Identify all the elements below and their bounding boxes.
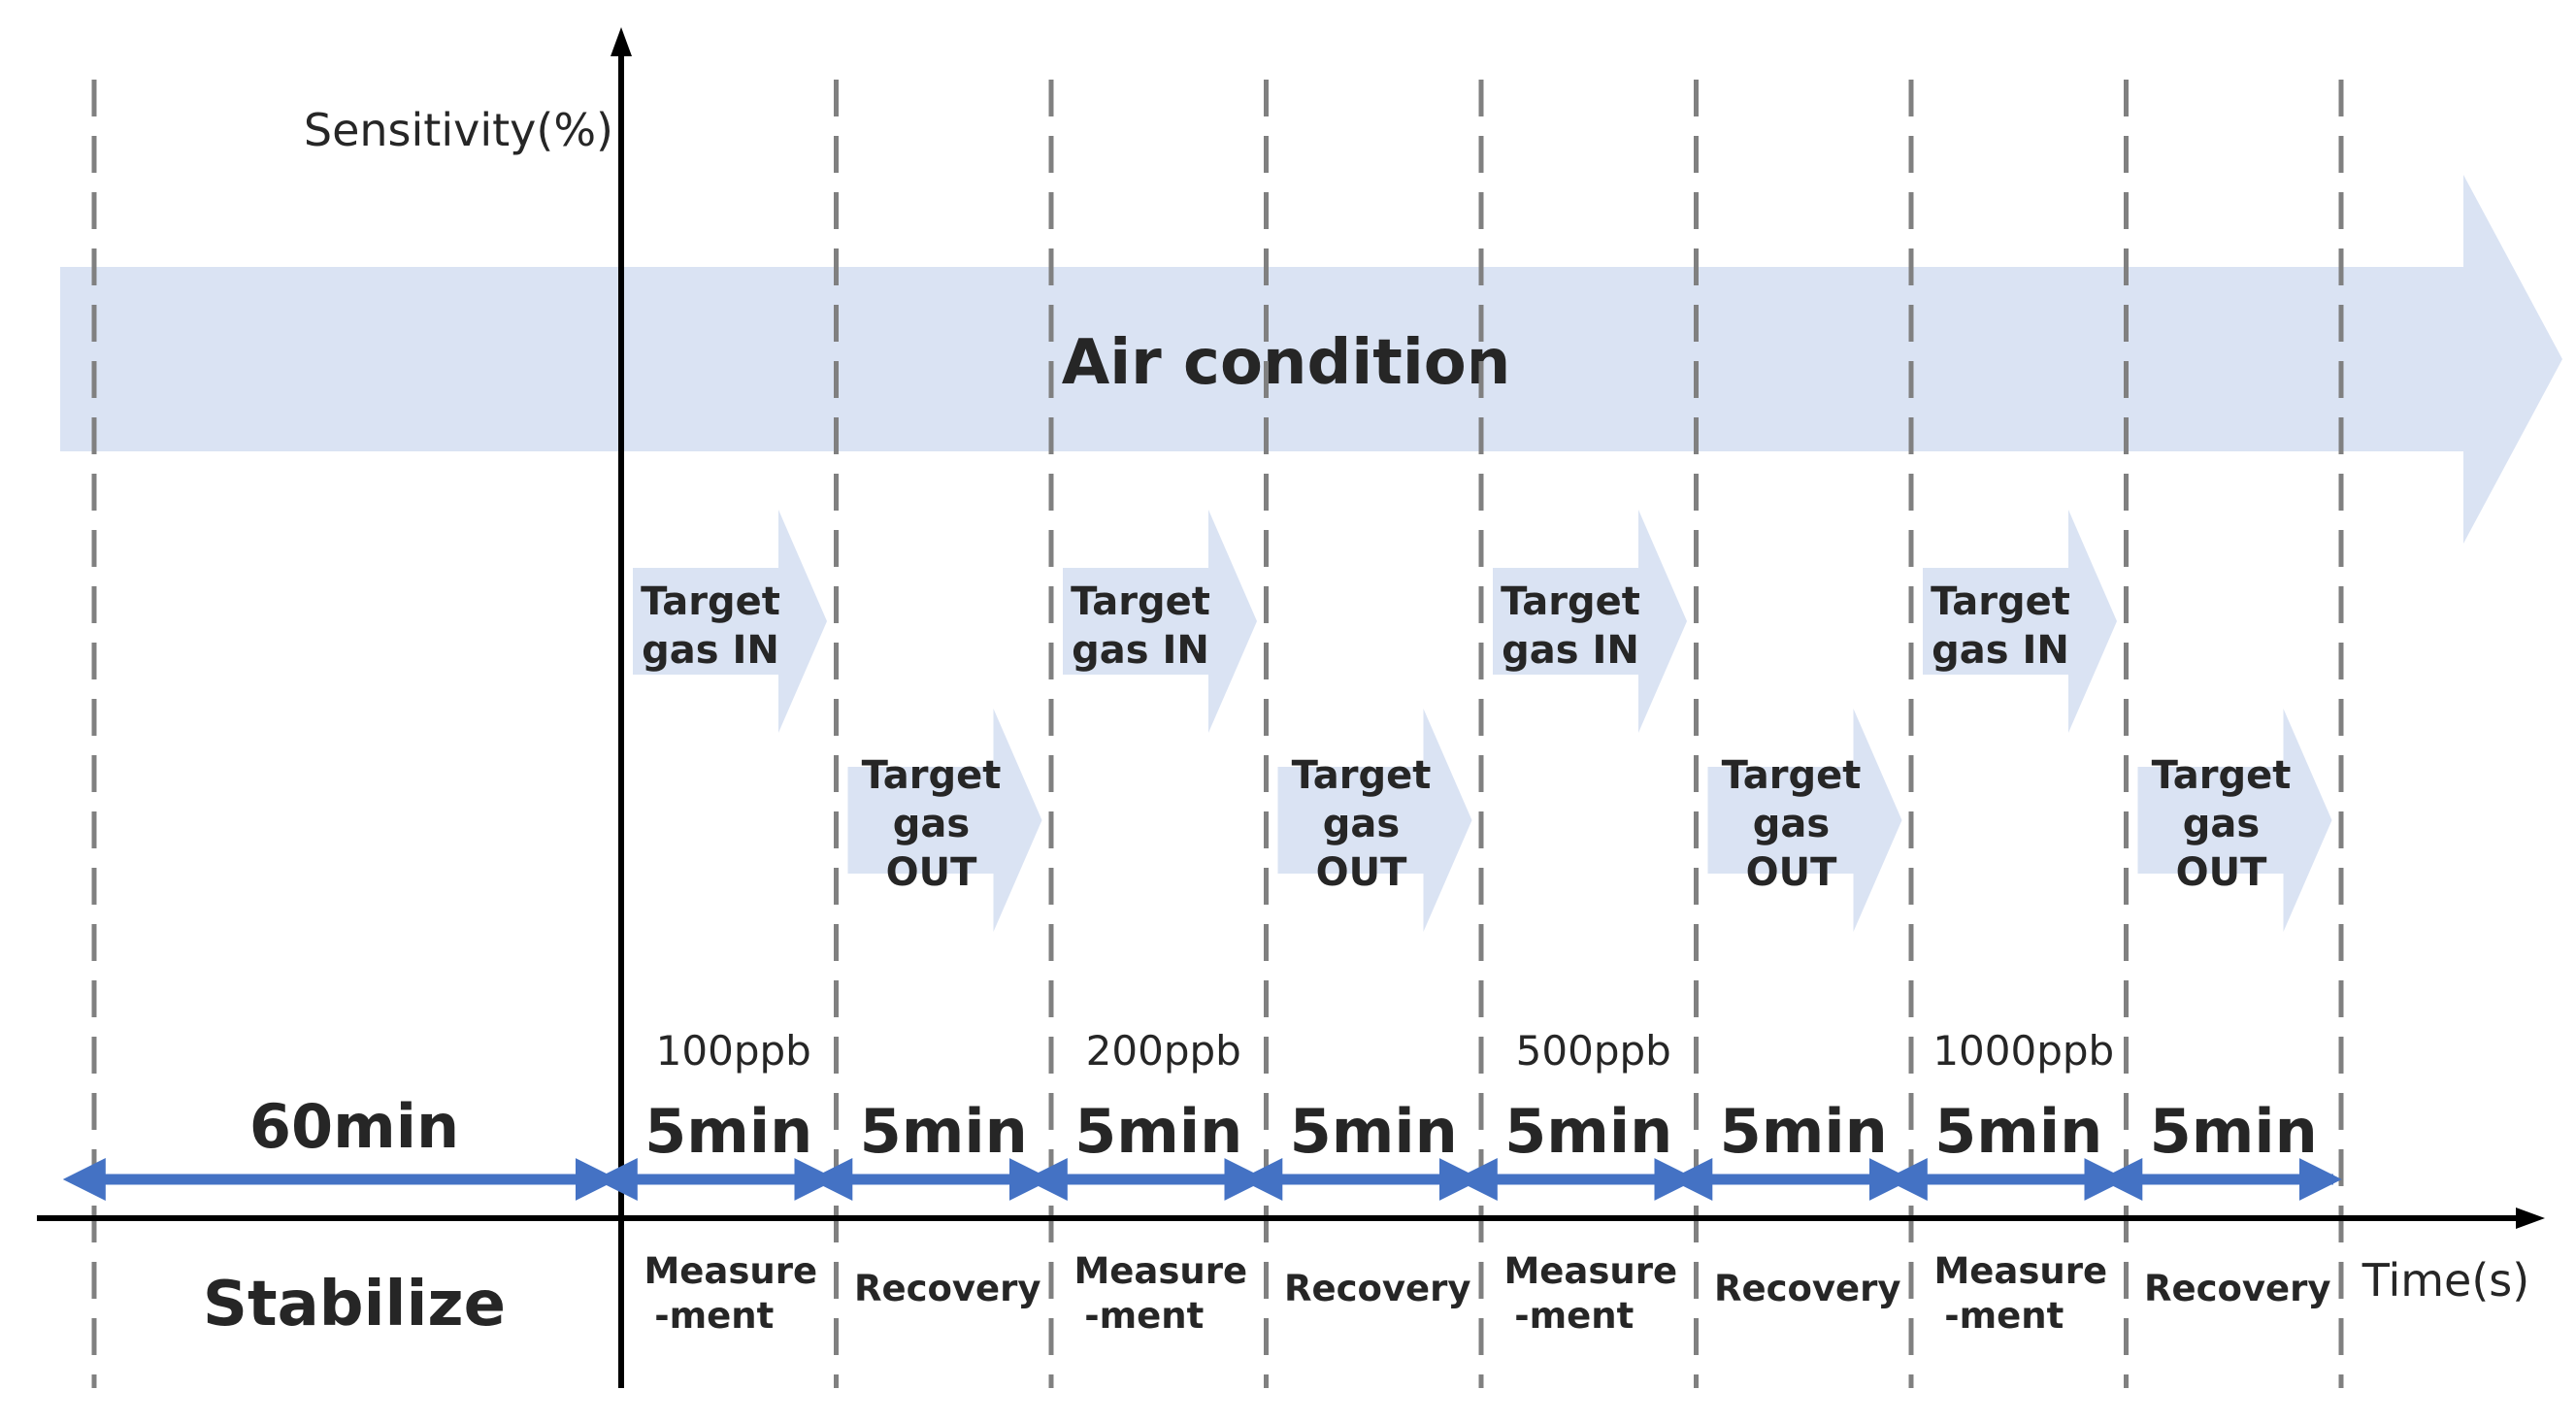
target-gas-out-line1: Target	[862, 753, 1002, 798]
target-gas-in-arrow	[633, 510, 827, 733]
stabilize-duration: 60min	[249, 1091, 459, 1162]
x-axis-arrowhead	[2516, 1208, 2545, 1229]
target-gas-in-line1: Target	[1071, 579, 1210, 624]
recovery-label: Recovery	[2144, 1268, 2331, 1309]
target-gas-in-line1: Target	[641, 579, 780, 624]
y-axis-arrowhead	[611, 27, 632, 56]
measurement-label-line2: -ment	[1944, 1295, 2064, 1337]
stabilize-label: Stabilize	[203, 1269, 506, 1340]
measurement-label-line2: -ment	[1514, 1295, 1634, 1337]
concentration-label: 1000ppb	[1932, 1027, 2114, 1075]
concentration-label: 500ppb	[1516, 1027, 1671, 1075]
target-gas-out-line1: Target	[1292, 753, 1432, 798]
recovery-label: Recovery	[1284, 1268, 1471, 1309]
segment-duration: 5min	[1720, 1096, 1888, 1167]
target-gas-in-arrow	[1063, 510, 1257, 733]
target-gas-out-line2: gas	[2183, 802, 2260, 846]
measurement-label-line2: -ment	[654, 1295, 774, 1337]
segment-duration: 5min	[1504, 1096, 1672, 1167]
x-axis-label: Time(s)	[2361, 1254, 2529, 1307]
target-gas-in-line2: gas IN	[1072, 628, 1209, 673]
target-gas-out-line3: OUT	[886, 850, 977, 895]
recovery-label: Recovery	[1714, 1268, 1901, 1309]
measurement-label-line1: Measure	[644, 1250, 817, 1292]
target-gas-out-line3: OUT	[2176, 850, 2267, 895]
segment-duration: 5min	[644, 1096, 812, 1167]
target-gas-out-line3: OUT	[1746, 850, 1837, 895]
target-gas-out-arrow	[1277, 709, 1472, 932]
target-gas-out-arrow	[847, 709, 1042, 932]
target-gas-in-line1: Target	[1501, 579, 1640, 624]
segment-duration: 5min	[1290, 1096, 1458, 1167]
target-gas-in-line2: gas IN	[642, 628, 779, 673]
y-axis-label: Sensitivity(%)	[304, 104, 613, 156]
target-gas-out-line2: gas	[1753, 802, 1830, 846]
concentration-label: 200ppb	[1086, 1027, 1241, 1075]
target-gas-out-line2: gas	[1323, 802, 1400, 846]
target-gas-in-line2: gas IN	[1932, 628, 2069, 673]
target-gas-out-line3: OUT	[1316, 850, 1407, 895]
measurement-segments: Measure-ment100ppb5minRecovery5minMeasur…	[594, 1027, 2342, 1337]
target-gas-in-arrow	[1493, 510, 1687, 733]
measurement-label-line1: Measure	[1933, 1250, 2107, 1292]
measurement-label-line1: Measure	[1073, 1250, 1247, 1292]
segment-duration: 5min	[2150, 1096, 2318, 1167]
air-condition-label: Air condition	[1062, 327, 1511, 399]
target-gas-in-arrow	[1923, 510, 2117, 733]
target-gas-out-arrow	[1707, 709, 1902, 932]
target-gas-in-line1: Target	[1931, 579, 2070, 624]
target-gas-in-line2: gas IN	[1502, 628, 1639, 673]
air-condition-arrow	[60, 175, 2562, 544]
concentration-label: 100ppb	[656, 1027, 811, 1075]
target-gas-out-line2: gas	[893, 802, 970, 846]
measurement-label-line2: -ment	[1084, 1295, 1204, 1337]
measurement-label-line1: Measure	[1503, 1250, 1677, 1292]
segment-duration: 5min	[1074, 1096, 1242, 1167]
target-gas-out-line1: Target	[1722, 753, 1862, 798]
recovery-label: Recovery	[854, 1268, 1041, 1309]
target-gas-out-line1: Target	[2152, 753, 2292, 798]
segment-duration: 5min	[860, 1096, 1028, 1167]
target-gas-out-arrow	[2137, 709, 2332, 932]
segment-duration: 5min	[1934, 1096, 2102, 1167]
